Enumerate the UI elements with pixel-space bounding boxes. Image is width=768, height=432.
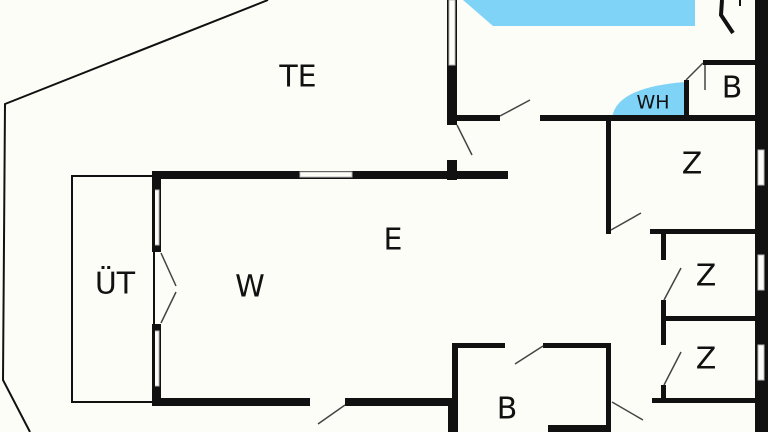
terrace-outline — [1, 0, 269, 432]
wall — [661, 300, 666, 345]
room-label-living: W — [235, 270, 265, 305]
window — [299, 171, 353, 178]
room-label-utility: WH — [636, 92, 669, 114]
wall — [703, 60, 755, 65]
room-label-terrace: TE — [278, 60, 316, 95]
door-swing — [160, 291, 177, 324]
door-swing — [317, 404, 346, 425]
wall — [755, 0, 768, 432]
door-swing — [456, 124, 473, 156]
window — [757, 254, 765, 291]
door-swing — [663, 351, 682, 386]
pool — [463, 0, 695, 26]
wall — [543, 343, 610, 348]
door-swing — [499, 99, 531, 117]
window — [757, 344, 765, 381]
wall — [606, 118, 611, 234]
door-swing — [663, 267, 682, 301]
wall — [663, 316, 755, 321]
wall — [652, 398, 755, 403]
wall — [452, 115, 500, 121]
covered-terrace-outline — [71, 175, 155, 403]
door-swing — [685, 62, 704, 81]
door-swing — [611, 401, 644, 421]
room-label-dining: E — [384, 223, 403, 258]
window — [757, 149, 765, 186]
wall — [452, 343, 505, 348]
wall — [650, 229, 755, 234]
door-swing — [514, 345, 544, 365]
room-label-bath-top: B — [722, 71, 743, 106]
wall — [152, 398, 310, 406]
stair-symbol — [718, 0, 735, 35]
wall — [684, 80, 689, 118]
wall — [548, 425, 608, 432]
window — [448, 0, 456, 66]
door-opening — [152, 252, 161, 324]
room-label-bath-bottom: B — [497, 392, 518, 427]
wall — [452, 343, 458, 432]
door-swing — [610, 212, 642, 231]
utility-room-fill — [612, 82, 686, 118]
wall — [447, 160, 457, 180]
door-swing — [160, 252, 177, 287]
wall — [448, 398, 458, 432]
room-label-bedroom-1: Z — [682, 147, 703, 182]
wall — [661, 385, 666, 402]
room-label-bedroom-2: Z — [696, 259, 717, 294]
room-label-covered-terrace: ÜT — [95, 266, 136, 302]
wall — [540, 115, 755, 121]
wall — [661, 232, 666, 260]
wall — [606, 343, 611, 432]
room-label-bedroom-3: Z — [696, 342, 717, 377]
wall — [345, 398, 455, 406]
